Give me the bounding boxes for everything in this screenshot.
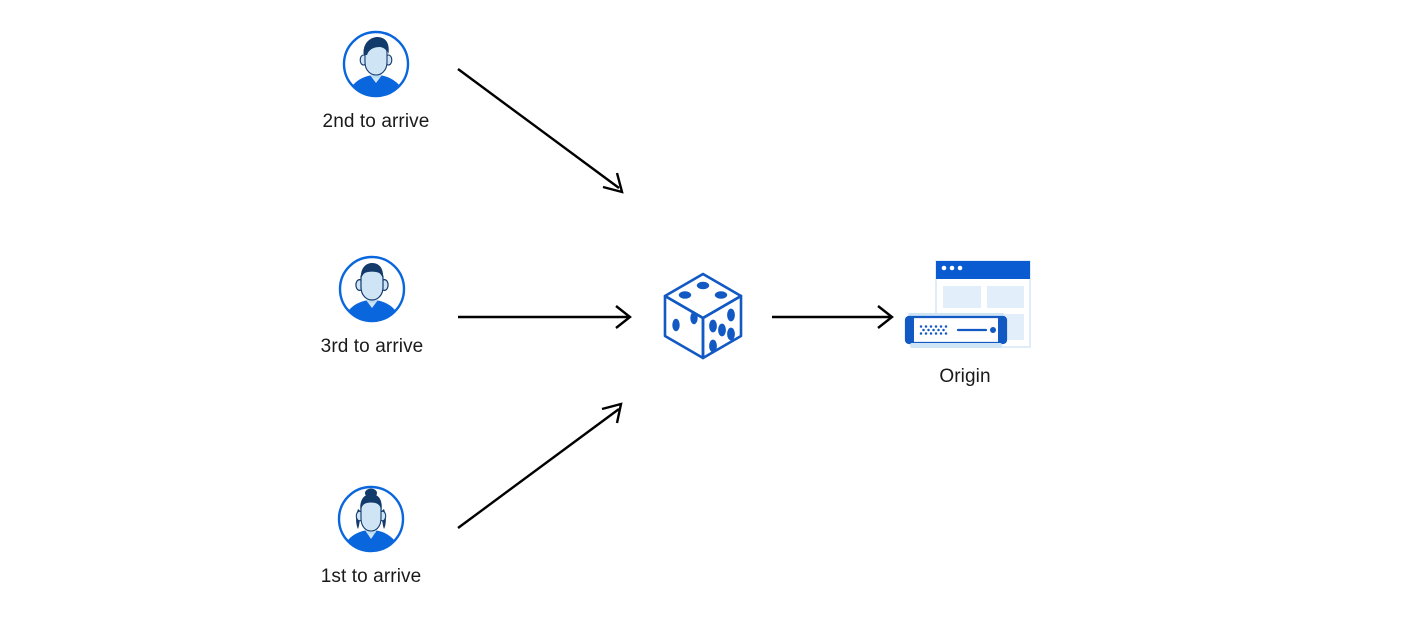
user-avatar-icon xyxy=(335,483,407,555)
edge-dice-to-origin xyxy=(772,305,894,329)
edge-3rd-to-dice xyxy=(458,305,632,329)
router-vents xyxy=(919,325,948,335)
node-label-user-2nd: 2nd to arrive xyxy=(322,111,430,132)
origin-server-icon xyxy=(898,255,1032,355)
edge-2nd-to-dice xyxy=(457,68,624,194)
node-user-3rd: 3rd to arrive xyxy=(308,253,436,359)
node-label-user-1st: 1st to arrive xyxy=(320,566,422,587)
user-avatar-icon xyxy=(336,253,408,325)
node-label-origin: Origin xyxy=(939,366,991,387)
dice-left-pips xyxy=(671,311,698,332)
node-user-1st: 1st to arrive xyxy=(307,483,435,589)
node-label-user-3rd: 3rd to arrive xyxy=(320,336,424,357)
dice-top-pips xyxy=(678,281,727,299)
user-avatar-icon xyxy=(340,28,412,100)
router-device-icon xyxy=(904,313,1008,348)
node-randomizer xyxy=(655,268,750,364)
node-origin: Origin xyxy=(898,255,1032,389)
node-user-2nd: 2nd to arrive xyxy=(312,28,440,134)
dice-right-pips xyxy=(708,308,735,353)
dice-icon xyxy=(657,268,749,364)
edge-1st-to-dice xyxy=(457,402,623,529)
